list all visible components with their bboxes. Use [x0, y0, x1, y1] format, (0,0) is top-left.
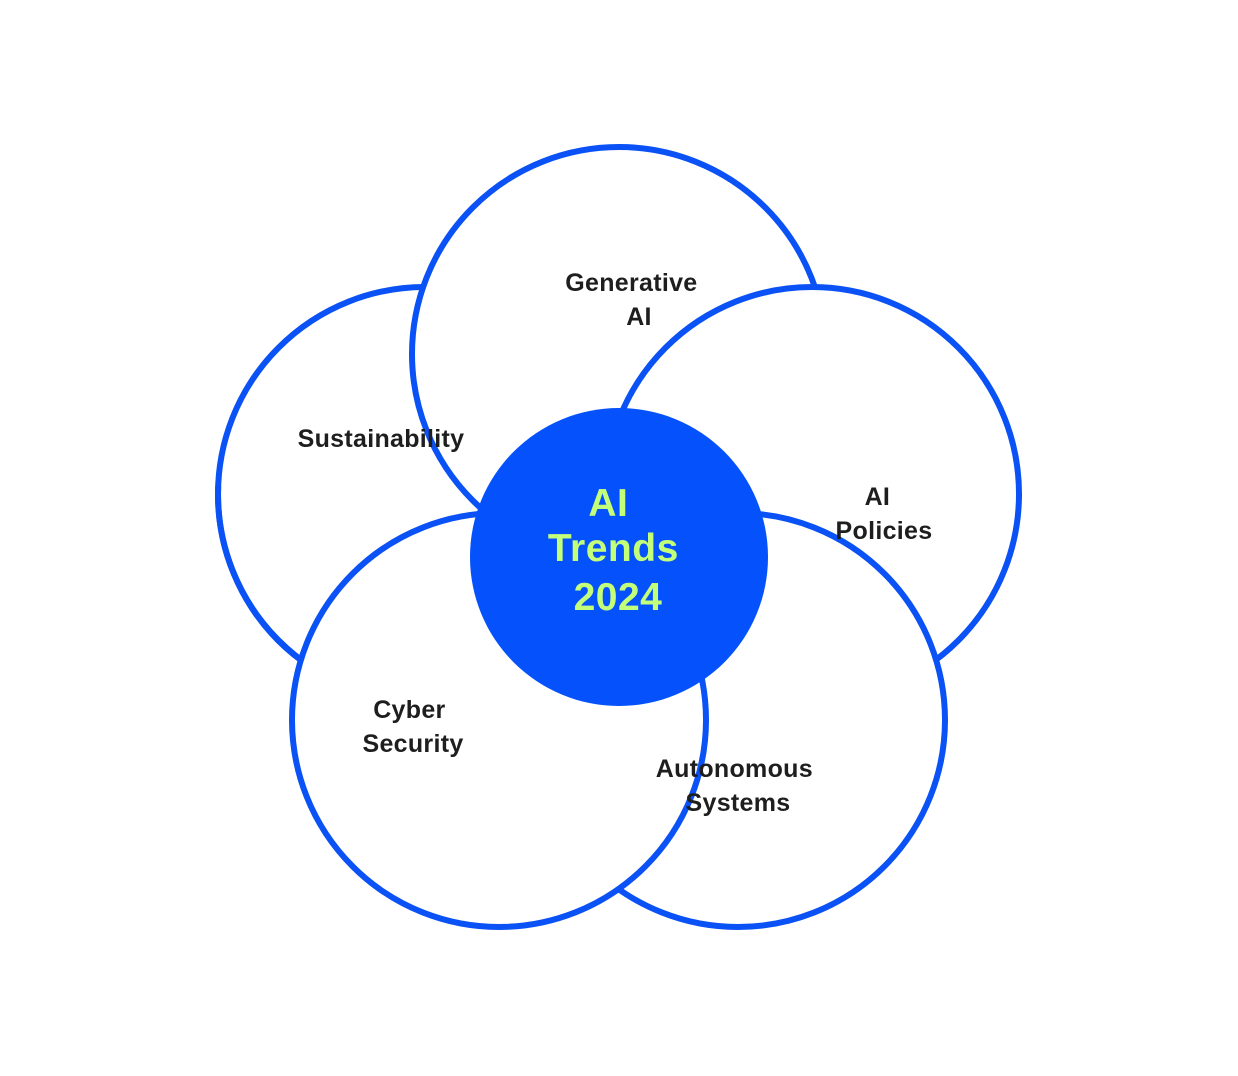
topic-labels: Generative AI AI Policies Autonomous Sys…	[298, 269, 933, 817]
label-ai-policies-line-1: AI	[865, 483, 891, 511]
label-ai-policies-line-2: Policies	[836, 517, 933, 545]
center-title-line-2: Trends	[548, 527, 679, 570]
ring-sustainability-overlap-arc	[215, 485, 303, 663]
center-disc	[470, 408, 768, 706]
label-generative-ai: Generative AI	[565, 269, 705, 331]
label-autonomous-systems: Autonomous Systems	[656, 755, 820, 817]
center-title-line-1: AI	[588, 482, 628, 525]
label-cyber-security: Cyber Security	[362, 696, 463, 758]
center-title: AI Trends 2024	[548, 482, 690, 619]
label-cyber-security-line-1: Cyber	[373, 696, 445, 724]
label-generative-ai-line-1: Generative	[565, 269, 697, 297]
label-autonomous-systems-line-2: Systems	[686, 789, 791, 817]
label-autonomous-systems-line-1: Autonomous	[656, 755, 813, 783]
label-sustainability-line-1: Sustainability	[298, 425, 465, 453]
label-ai-policies: AI Policies	[836, 483, 933, 545]
label-cyber-security-line-2: Security	[362, 730, 463, 758]
label-sustainability: Sustainability	[298, 425, 465, 453]
label-generative-ai-line-2: AI	[626, 303, 652, 331]
center-title-line-3: 2024	[574, 576, 663, 619]
